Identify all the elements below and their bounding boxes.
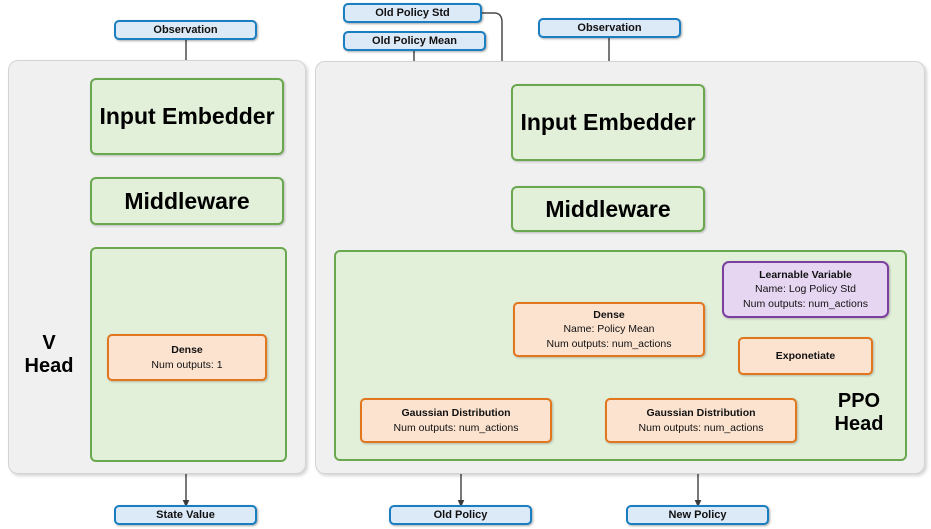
label-gaussian-old-outputs: Num outputs: num_actions: [393, 421, 519, 434]
label-observation-right: Observation: [577, 22, 642, 34]
label-state-value: State Value: [156, 509, 215, 521]
v-head-caption-line1: V: [42, 332, 56, 354]
v-head-caption-line2: Head: [24, 355, 74, 377]
label-gaussian-new-outputs: Num outputs: num_actions: [638, 421, 764, 434]
label-v-dense-outputs: Num outputs: 1: [151, 358, 223, 371]
v-input-embedder-block[interactable]: Input Embedder: [90, 78, 284, 155]
gaussian-distribution-old-block[interactable]: Gaussian Distribution Num outputs: num_a…: [360, 398, 552, 443]
output-old-policy[interactable]: Old Policy: [389, 505, 532, 525]
label-ppo-dense-name: Name: Policy Mean: [563, 323, 655, 336]
label-old-policy: Old Policy: [433, 509, 488, 521]
label-ppo-middleware: Middleware: [545, 195, 671, 222]
label-learnable-variable-name: Name: Log Policy Std: [755, 283, 856, 296]
label-v-dense-title: Dense: [171, 344, 203, 357]
label-old-policy-std: Old Policy Std: [375, 7, 450, 19]
label-gaussian-old-title: Gaussian Distribution: [401, 407, 511, 420]
learnable-variable-block[interactable]: Learnable Variable Name: Log Policy Std …: [722, 261, 889, 318]
label-ppo-dense-title: Dense: [593, 309, 625, 322]
input-observation-right[interactable]: Observation: [538, 18, 681, 38]
ppo-dense-policy-mean-block[interactable]: Dense Name: Policy Mean Num outputs: num…: [513, 302, 705, 357]
input-old-policy-std[interactable]: Old Policy Std: [343, 3, 482, 23]
exponetiate-block[interactable]: Exponetiate: [738, 337, 873, 375]
label-exponetiate: Exponetiate: [775, 349, 836, 362]
ppo-head-caption-line2: Head: [834, 413, 884, 435]
output-new-policy[interactable]: New Policy: [626, 505, 769, 525]
label-learnable-variable-title: Learnable Variable: [759, 268, 852, 281]
label-v-input-embedder: Input Embedder: [99, 103, 275, 129]
input-old-policy-mean[interactable]: Old Policy Mean: [343, 31, 486, 51]
label-gaussian-new-title: Gaussian Distribution: [646, 407, 756, 420]
label-ppo-input-embedder: Input Embedder: [520, 109, 696, 135]
gaussian-distribution-new-block[interactable]: Gaussian Distribution Num outputs: num_a…: [605, 398, 797, 443]
input-observation-left[interactable]: Observation: [114, 20, 257, 40]
ppo-input-embedder-block[interactable]: Input Embedder: [511, 84, 705, 161]
ppo-head-caption-line1: PPO: [837, 390, 881, 412]
v-middleware-block[interactable]: Middleware: [90, 177, 284, 225]
v-dense-block[interactable]: Dense Num outputs: 1: [107, 334, 267, 381]
v-head-caption: V Head: [14, 332, 84, 378]
output-state-value[interactable]: State Value: [114, 505, 257, 525]
label-learnable-variable-outputs: Num outputs: num_actions: [743, 297, 868, 310]
label-old-policy-mean: Old Policy Mean: [372, 35, 457, 47]
label-ppo-dense-outputs: Num outputs: num_actions: [546, 337, 672, 350]
label-v-middleware: Middleware: [124, 187, 250, 214]
ppo-middleware-block[interactable]: Middleware: [511, 186, 705, 232]
label-new-policy: New Policy: [668, 509, 727, 521]
label-observation-left: Observation: [153, 24, 218, 36]
ppo-head-caption: PPO Head: [820, 390, 898, 436]
